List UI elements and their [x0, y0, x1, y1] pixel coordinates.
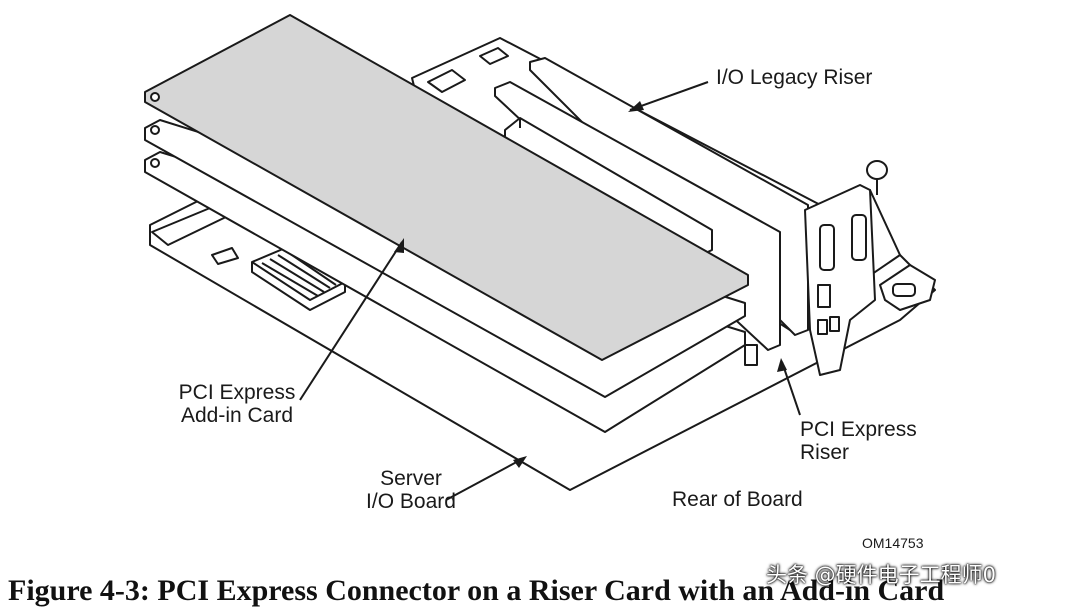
pci-express-riser-label: PCI Express Riser: [800, 418, 917, 464]
riser-label-line2: Riser: [800, 441, 850, 464]
addin-card-label-line1: PCI Express: [178, 381, 296, 404]
server-label-line1: Server: [380, 467, 442, 490]
io-bracket: [804, 160, 936, 376]
pci-express-addin-card-label: PCI Express Add-in Card: [170, 381, 304, 427]
leader-arrowheads: [394, 101, 787, 468]
pci-express-addin-card: [144, 14, 749, 361]
riser-label-line1: PCI Express: [800, 418, 917, 441]
server-io-board-label: Server I/O Board: [346, 467, 476, 513]
rear-of-board-label: Rear of Board: [672, 488, 803, 511]
leader-lines: [299, 81, 801, 501]
addin-card-label-line2: Add-in Card: [180, 404, 294, 427]
io-legacy-riser-label: I/O Legacy Riser: [716, 66, 873, 89]
figure-code-label: OM14753: [862, 535, 924, 551]
figure-caption: Figure 4-3: PCI Express Connector on a R…: [8, 574, 945, 607]
server-label-line2: I/O Board: [366, 490, 456, 513]
watermark-text: 头条 @硬件电子工程师0: [766, 563, 997, 587]
heatsink: [251, 245, 346, 311]
